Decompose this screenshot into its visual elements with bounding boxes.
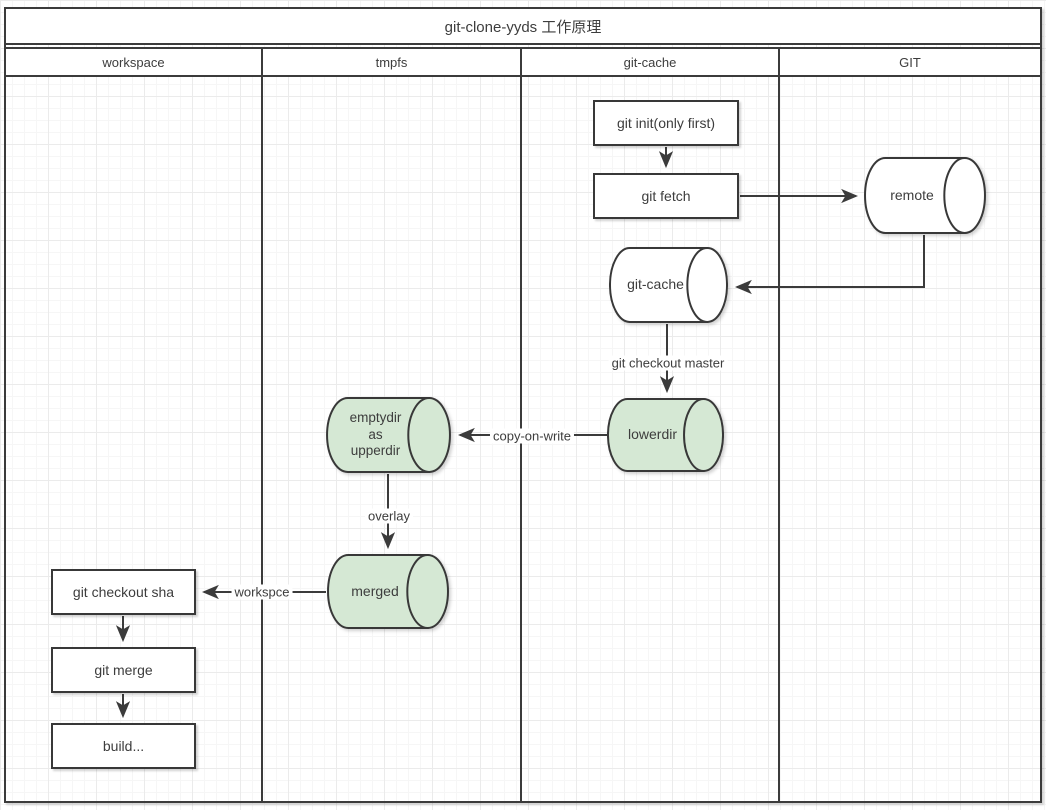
lane-header-git-cache: git-cache: [522, 49, 780, 75]
node-emptydir-cylinder: emptydir as upperdir: [326, 397, 451, 473]
cylinder-label: git-cache: [627, 276, 684, 293]
lane-header-workspace: workspace: [6, 49, 263, 75]
lane-header-tmpfs: tmpfs: [263, 49, 522, 75]
cylinder-shape: [609, 247, 728, 323]
node-git-cache-cylinder: git-cache: [609, 247, 728, 323]
node-build: build...: [51, 723, 196, 769]
node-git-merge: git merge: [51, 647, 196, 693]
lane-workspace: [6, 77, 263, 801]
cylinder-shape: [864, 157, 986, 234]
edge-label-overlay: overlay: [365, 508, 413, 524]
edge-label-workspce: workspce: [231, 584, 293, 600]
node-git-init: git init(only first): [593, 100, 739, 146]
node-git-checkout-sha: git checkout sha: [51, 569, 196, 615]
page-title: git-clone-yyds 工作原理: [6, 9, 1040, 45]
lane-header-git: GIT: [899, 54, 921, 70]
lane-git-cache: [522, 77, 780, 801]
cylinder-label: remote: [890, 186, 934, 203]
edge-label-copy-on-write: copy-on-write: [489, 428, 575, 444]
cylinder-shape: [607, 398, 724, 472]
cylinder-shape: [326, 397, 451, 473]
node-merged-cylinder: merged: [327, 554, 449, 629]
edge-label-git-checkout-master: git checkout master: [608, 355, 728, 371]
node-remote-cylinder: remote: [864, 157, 986, 234]
cylinder-label: emptydir as upperdir: [349, 409, 402, 459]
node-lowerdir-cylinder: lowerdir: [607, 398, 724, 472]
node-git-fetch: git fetch: [593, 173, 739, 219]
cylinder-label: merged: [351, 582, 399, 599]
lane-header-row: workspace tmpfs git-cache GIT: [6, 47, 1040, 77]
cylinder-shape: [327, 554, 449, 629]
cylinder-label: lowerdir: [627, 426, 677, 443]
